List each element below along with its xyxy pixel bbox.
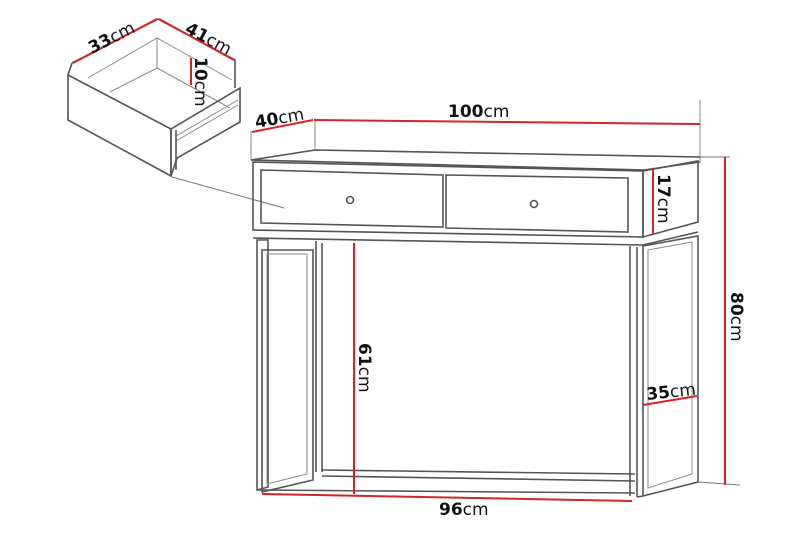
svg-text:80cm: 80cm: [726, 292, 746, 342]
svg-text:33cm: 33cm: [85, 18, 138, 58]
leg-clearance-dimension: 61cm: [353, 243, 374, 494]
total-height-unit: cm: [726, 316, 746, 342]
total-height-value: 80: [726, 292, 746, 316]
leg-clearance-value: 61: [354, 343, 374, 367]
frame-depth-value: 35: [645, 383, 671, 405]
detail-leader-line: [171, 176, 285, 209]
drawer-height-unit: cm: [190, 81, 210, 107]
total-height-dimension: 80cm: [697, 156, 746, 486]
svg-text:96cm: 96cm: [439, 500, 489, 520]
svg-text:35cm: 35cm: [645, 380, 696, 405]
svg-text:40cm: 40cm: [253, 105, 305, 133]
table-width-value: 100: [448, 102, 484, 122]
drawer-knob-left: [345, 195, 355, 205]
table-depth-dimension: 40cm: [251, 105, 314, 133]
frame-width-dimension: 96cm: [261, 493, 633, 520]
table-depth-value: 40: [253, 109, 280, 133]
svg-text:17cm: 17cm: [653, 174, 673, 224]
frame-width-value: 96: [439, 500, 463, 520]
svg-text:61cm: 61cm: [354, 343, 374, 393]
svg-text:10cm: 10cm: [190, 57, 210, 107]
console-table-drawing: [250, 100, 701, 498]
svg-text:41cm: 41cm: [182, 19, 235, 60]
drawer-depth-dimension: 41cm: [158, 18, 235, 61]
drawer-height-dimension: 10cm: [190, 57, 210, 107]
table-width-dimension: 100cm: [313, 102, 701, 125]
frame-width-unit: cm: [463, 500, 489, 520]
frame-depth-dimension: 35cm: [642, 380, 698, 406]
svg-text:100cm: 100cm: [448, 102, 509, 122]
leg-clearance-unit: cm: [354, 367, 374, 393]
table-width-unit: cm: [484, 102, 510, 122]
drawer-knob-right: [529, 199, 539, 209]
drawer-section-height-unit: cm: [653, 198, 673, 224]
drawer-height-value: 10: [190, 57, 210, 81]
frame-depth-unit: cm: [669, 380, 697, 403]
drawer-section-height-dimension: 17cm: [652, 168, 673, 234]
drawer-width-dimension: 33cm: [72, 18, 158, 64]
table-depth-unit: cm: [277, 105, 306, 129]
drawer-section-height-value: 17: [653, 174, 673, 198]
